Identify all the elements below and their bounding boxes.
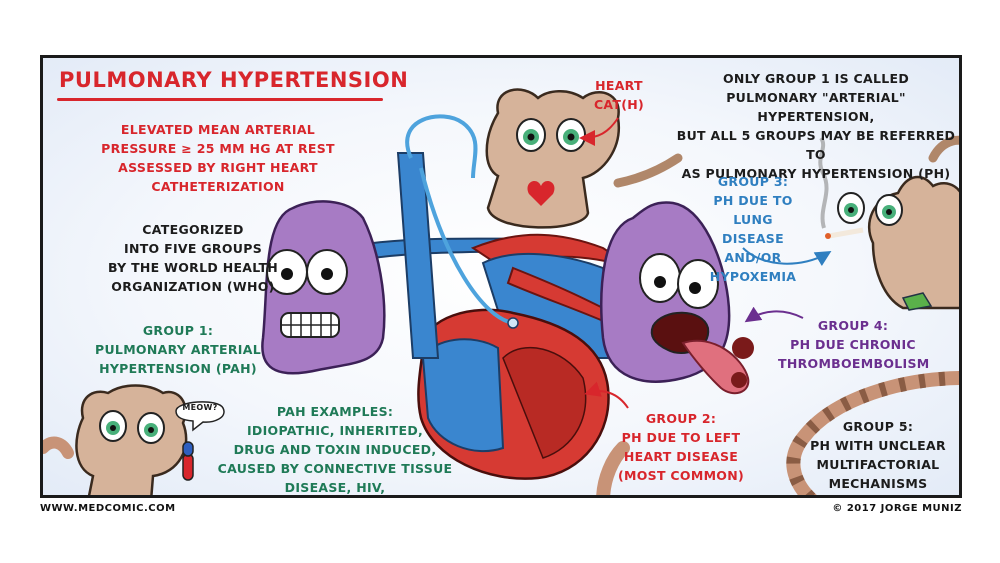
- arrow-group3: [742, 247, 832, 267]
- group2-text: GROUP 2: PH DUE TO LEFT HEART DISEASE (M…: [617, 411, 745, 483]
- arrow-heart-cat: [579, 117, 619, 146]
- only-group1-text: ONLY GROUP 1 IS CALLED PULMONARY "ARTERI…: [676, 71, 956, 181]
- heart-cat: [485, 88, 683, 229]
- arrow-group4: [744, 306, 804, 323]
- group3-text: GROUP 3: PH DUE TO LUNG DISEASE AND/OR H…: [709, 174, 797, 284]
- footer-copyright: © 2017 JORGE MUNIZ: [832, 503, 962, 514]
- definition-text: ELEVATED MEAN ARTERIAL PRESSURE ≥ 25 MM …: [101, 122, 335, 194]
- group4-text: GROUP 4: PH DUE CHRONIC THROMBOEMBOLISM: [778, 318, 930, 371]
- cat-tails: [43, 371, 959, 495]
- illustration: [43, 88, 959, 495]
- title-underline: [57, 98, 383, 101]
- group5-text: GROUP 5: PH WITH UNCLEAR MULTIFACTORIAL …: [810, 419, 946, 491]
- heart-cat-label: HEART CAT(H): [593, 78, 645, 112]
- heart: [417, 308, 610, 480]
- smoking-cat: [818, 135, 959, 311]
- arrow-group2: [584, 381, 629, 409]
- group1-text: GROUP 1: PULMONARY ARTERIAL HYPERTENSION…: [95, 323, 261, 376]
- catheter: [396, 114, 519, 359]
- page-title: PULMONARY HYPERTENSION: [59, 68, 409, 92]
- pah-examples-text: PAH EXAMPLES: IDIOPATHIC, INHERITED, DRU…: [217, 404, 453, 495]
- right-lung: [600, 201, 754, 395]
- categorized-text: CATEGORIZED INTO FIVE GROUPS BY THE WORL…: [107, 222, 279, 294]
- left-lung: [261, 200, 386, 375]
- comic-panel: PULMONARY HYPERTENSION ELEVATED MEAN ART…: [40, 55, 962, 498]
- pill-cat: [75, 384, 225, 495]
- footer-website: WWW.MEDCOMIC.COM: [40, 503, 176, 514]
- speech-bubble-text: MEOW?: [182, 403, 218, 412]
